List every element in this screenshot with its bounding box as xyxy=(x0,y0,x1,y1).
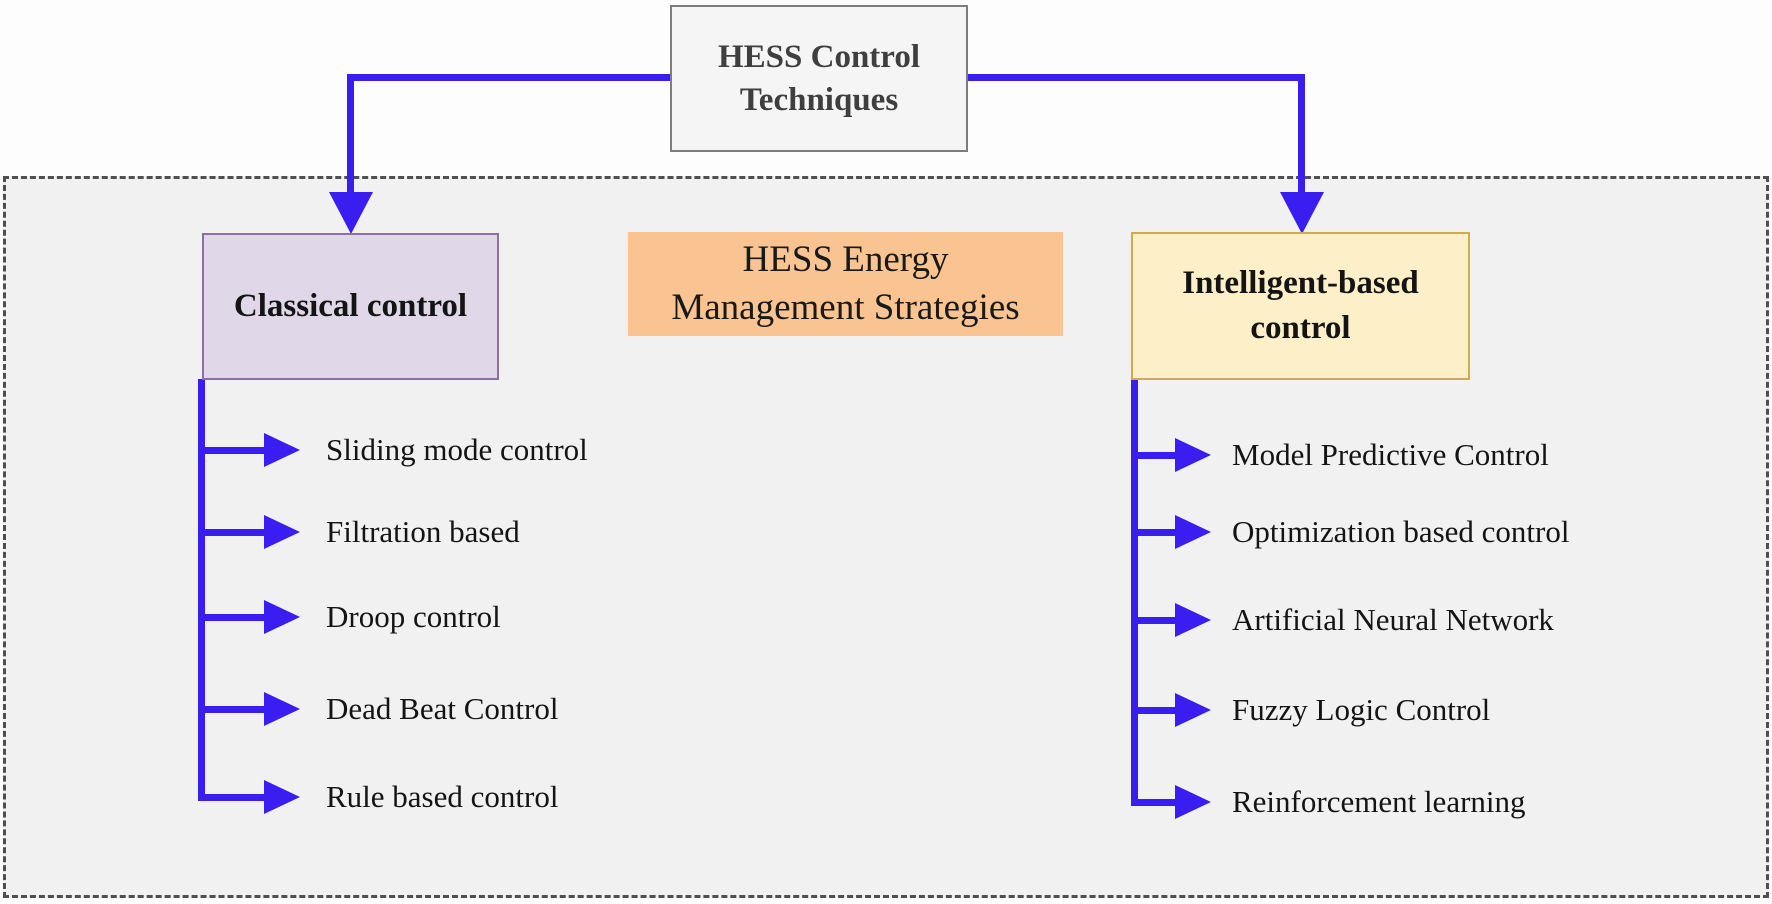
arrow-right-icon xyxy=(1131,452,1175,459)
list-item-label: Optimization based control xyxy=(1232,514,1570,549)
list-item-label: Model Predictive Control xyxy=(1232,437,1549,472)
arrow-right-icon xyxy=(1131,617,1175,624)
energy-management-strategies-label: HESS Energy Management Strategies xyxy=(671,238,1020,328)
arrow-right-head-icon xyxy=(1175,438,1211,472)
arrow-down-icon xyxy=(1280,192,1324,234)
list-item-label: Fuzzy Logic Control xyxy=(1232,692,1491,727)
root-node-label: HESS Control Techniques xyxy=(717,39,921,118)
arrow-right-head-icon xyxy=(1175,693,1211,727)
arrow-right-icon xyxy=(198,794,264,801)
list-item-label: Dead Beat Control xyxy=(326,691,559,726)
classical-control-node: Classical control xyxy=(202,233,499,380)
classical-control-label: Classical control xyxy=(233,288,468,324)
list-item-label: Filtration based xyxy=(326,514,520,549)
list-item-label: Sliding mode control xyxy=(326,432,588,467)
arrow-right-head-icon xyxy=(264,433,300,467)
arrow-right-icon xyxy=(1131,529,1175,536)
arrow-right-head-icon xyxy=(264,515,300,549)
list-item-label: Artificial Neural Network xyxy=(1232,602,1554,637)
arrow-right-icon xyxy=(198,706,264,713)
arrow-right-icon xyxy=(198,614,264,621)
connector-left-vertical-line xyxy=(347,74,354,196)
arrow-right-head-icon xyxy=(1175,785,1211,819)
classical-branch-trunk-line xyxy=(198,379,205,801)
arrow-right-head-icon xyxy=(264,692,300,726)
energy-management-strategies-node: HESS Energy Management Strategies xyxy=(628,232,1063,336)
arrow-down-icon xyxy=(329,192,373,234)
intelligent-based-control-label: Intelligent-based control xyxy=(1182,265,1419,346)
arrow-right-head-icon xyxy=(1175,515,1211,549)
intelligent-based-control-node: Intelligent-based control xyxy=(1131,232,1470,380)
arrow-right-head-icon xyxy=(264,600,300,634)
list-item-label: Reinforcement learning xyxy=(1232,784,1526,819)
arrow-right-head-icon xyxy=(1175,603,1211,637)
connector-right-vertical-line xyxy=(1298,74,1305,196)
root-node-hess-control-techniques: HESS Control Techniques xyxy=(670,5,968,152)
list-item-label: Rule based control xyxy=(326,779,559,814)
arrow-right-icon xyxy=(1131,707,1175,714)
intelligent-branch-trunk-line xyxy=(1131,378,1138,806)
arrow-right-icon xyxy=(1131,799,1175,806)
arrow-right-head-icon xyxy=(264,780,300,814)
arrow-right-icon xyxy=(198,529,264,536)
arrow-right-icon xyxy=(198,447,264,454)
list-item-label: Droop control xyxy=(326,599,501,634)
